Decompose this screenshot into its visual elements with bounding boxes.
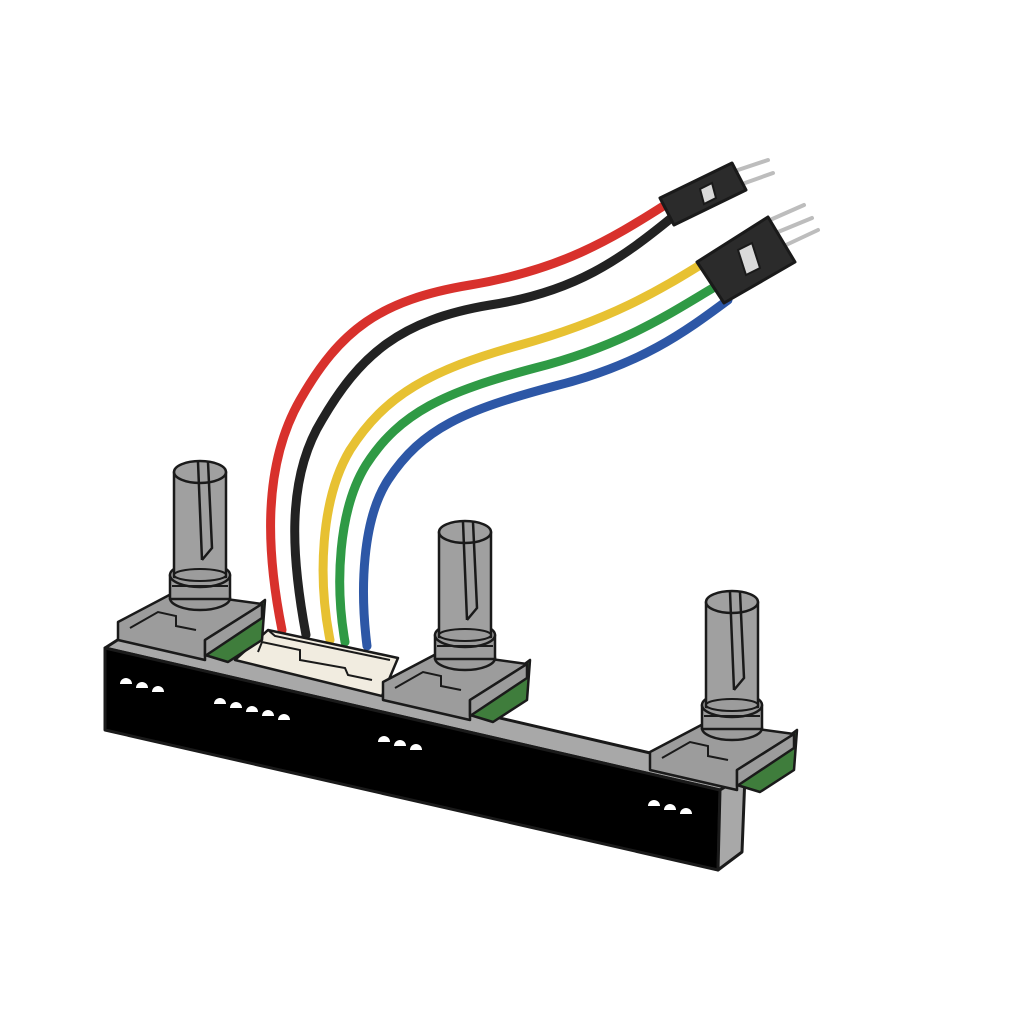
shape-part [704,589,760,615]
solder-pads [120,678,692,814]
pad-group-1 [120,678,164,692]
shape-part [437,519,493,545]
connector-rim [267,629,391,661]
shape-part [438,628,492,642]
wire-blue [359,295,733,651]
shaft-slot [461,521,479,621]
shaft-slot [196,461,214,561]
header-latch [698,181,718,206]
pot-base-notch [394,670,462,691]
shape-part [173,568,227,582]
wire-yellow [318,257,710,645]
wire-green [335,280,723,647]
pad-group-3 [378,736,422,750]
pot-base-notch [661,740,729,761]
connector-slot [257,640,373,681]
wire-red [266,200,670,635]
shape-part [172,459,228,485]
shape-part [203,602,264,658]
header-pins [736,158,775,185]
three-pin-header-connector [695,203,820,305]
shape-part [468,662,529,718]
potentiometer-right [648,589,799,794]
pad-group-4 [648,800,692,814]
wire-harness [266,200,733,651]
pad-group-2 [214,698,290,720]
two-pin-header-connector [658,158,775,227]
potentiometer-middle [381,519,532,724]
shape-part [705,698,759,712]
wire-black [290,210,680,640]
shape-part [735,732,796,788]
shaft-slot [728,591,746,691]
pot-base-notch [129,610,197,631]
header-pins [768,203,820,247]
potentiometer-left [116,459,267,664]
header-latch [736,241,762,277]
